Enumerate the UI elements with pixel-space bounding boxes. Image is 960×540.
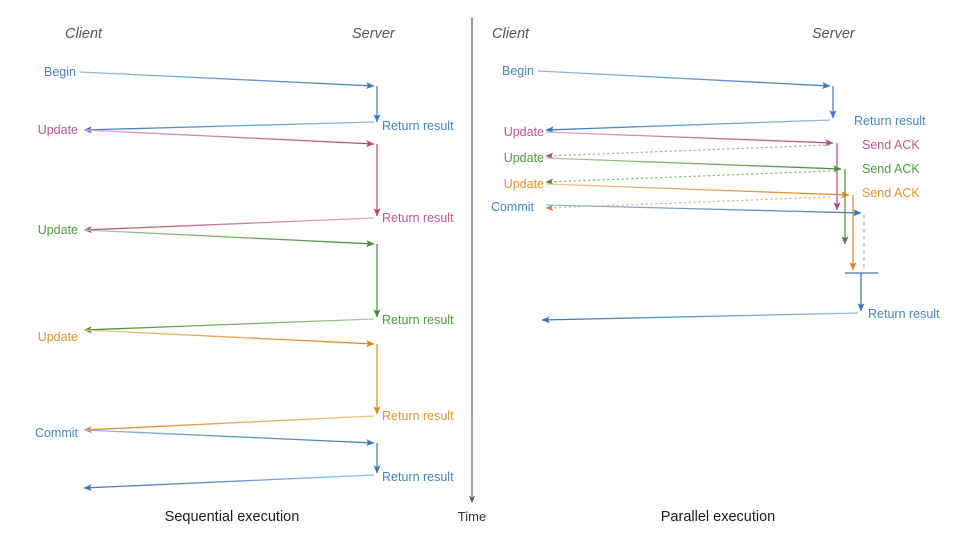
arrow-request <box>79 71 375 90</box>
arrow-request <box>83 329 375 348</box>
arrow-request <box>83 129 375 148</box>
arrow-request <box>545 157 842 173</box>
lifeline-header-server: Server <box>812 26 856 42</box>
arrow-send-ack <box>545 170 831 185</box>
client-label-commit: Commit <box>491 200 535 214</box>
panel-caption-sequential: Sequential execution <box>165 509 300 525</box>
arrow-response <box>83 474 375 492</box>
server-label-ack-3: Send ACK <box>862 186 920 200</box>
arrow-request <box>545 183 850 199</box>
message-update-1 <box>545 131 841 211</box>
client-label-update-1: Update <box>504 125 544 139</box>
panel-sequential: Client Server <box>35 26 454 525</box>
server-label-return-2: Return result <box>382 211 454 225</box>
client-label-update-2: Update <box>38 223 78 237</box>
arrow-response <box>83 217 375 234</box>
arrow-request <box>83 429 375 447</box>
message-commit <box>83 429 381 492</box>
arrow-request <box>545 131 834 147</box>
server-label-return-5: Return result <box>382 470 454 484</box>
message-update-3 <box>545 183 857 271</box>
message-update-3 <box>83 329 381 434</box>
arrow-response <box>83 121 375 134</box>
arrow-response <box>545 119 831 134</box>
lifeline-header-client: Client <box>492 26 530 42</box>
server-label-return-3: Return result <box>382 313 454 327</box>
arrow-response <box>83 318 375 334</box>
client-label-update-3: Update <box>504 177 544 191</box>
server-label-return-4: Return result <box>382 409 454 423</box>
time-axis: Time <box>458 18 486 524</box>
client-label-commit: Commit <box>35 426 79 440</box>
server-label-return-1: Return result <box>854 114 926 128</box>
arrow-request <box>537 70 831 90</box>
arrow-response <box>541 312 859 324</box>
lifeline-header-server: Server <box>352 26 396 42</box>
client-label-update-1: Update <box>38 123 78 137</box>
arrow-send-ack <box>545 144 831 159</box>
message-commit <box>541 204 878 324</box>
message-update-1 <box>83 129 381 234</box>
lifeline-header-client: Client <box>65 26 103 42</box>
client-label-begin: Begin <box>44 65 76 79</box>
server-label-return-1: Return result <box>382 119 454 133</box>
time-axis-label: Time <box>458 509 486 524</box>
message-begin <box>79 71 381 134</box>
arrow-response <box>83 415 375 434</box>
client-label-update-2: Update <box>504 151 544 165</box>
arrow-request <box>83 229 375 248</box>
message-begin <box>537 70 837 134</box>
client-label-begin: Begin <box>502 64 534 78</box>
message-update-2 <box>83 229 381 334</box>
client-label-update-3: Update <box>38 330 78 344</box>
server-label-ack-2: Send ACK <box>862 162 920 176</box>
panel-parallel: Client Server <box>491 26 940 525</box>
server-label-ack-1: Send ACK <box>862 138 920 152</box>
panel-caption-parallel: Parallel execution <box>661 509 775 525</box>
message-update-2 <box>545 157 849 245</box>
server-label-return-2: Return result <box>868 307 940 321</box>
arrow-request <box>545 204 862 217</box>
